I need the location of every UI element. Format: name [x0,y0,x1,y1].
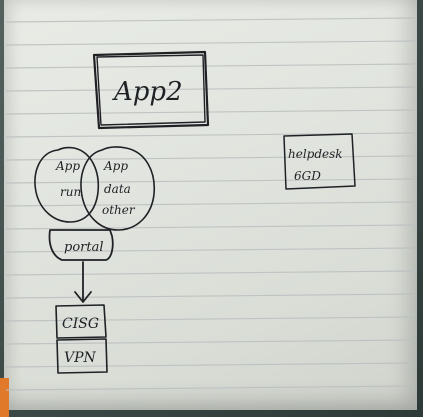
vpn-box: VPN [57,339,107,373]
ruled-lines [6,18,415,390]
cisg-label: CISG [62,316,99,332]
app2-label: App2 [112,77,183,107]
cisg-box: CISG [56,305,106,338]
cloud-left-line-1: App [55,159,80,173]
cloud-left-line-2: run [60,185,81,199]
portal-label: portal [64,240,104,255]
helpdesk-line-1: helpdesk [288,147,343,161]
portal-to-cisg-arrow [75,262,91,302]
cloud-right-line-2: data [104,182,131,196]
helpdesk-line-2: 6GD [294,169,321,183]
portal-box: portal [50,230,113,260]
vpn-label: VPN [64,350,97,366]
cloud-right-line-3: other [102,203,136,217]
helpdesk-box: helpdesk 6GD [284,134,355,189]
cloud-right-line-1: App [103,159,128,173]
